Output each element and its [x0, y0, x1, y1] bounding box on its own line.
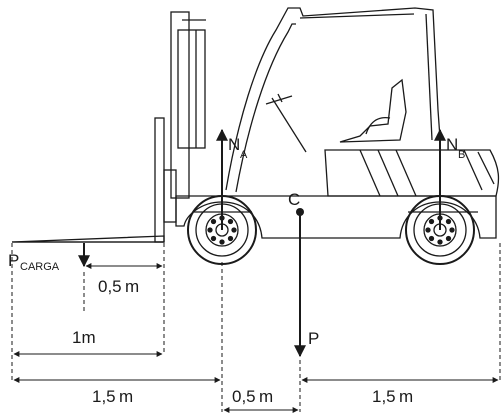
dim-fork-total: 1m — [72, 328, 96, 347]
dim-load-to-front-axle: 1,5 m — [92, 387, 133, 406]
force-p: C P — [288, 190, 319, 358]
dim-front-axle-to-c: 0,5 m — [232, 387, 273, 406]
mast-outer — [170, 11, 190, 199]
overhead-guard — [225, 7, 441, 191]
dim-fork-to-load: 0,5 m — [98, 277, 139, 296]
reference-lines — [11, 243, 501, 412]
counterweight — [324, 149, 500, 197]
mast-inner — [177, 29, 206, 149]
centre-of-mass-point — [296, 208, 304, 216]
c-label: C — [288, 190, 300, 209]
dimensions — [13, 263, 499, 413]
force-na: N A — [216, 128, 248, 230]
pcarga-subscript: CARGA — [20, 261, 60, 273]
steering-column — [271, 97, 307, 153]
pcarga-label: P — [8, 251, 19, 270]
fork-carriage — [154, 117, 165, 243]
seat — [339, 78, 407, 143]
force-nb: N B — [434, 128, 465, 230]
nb-subscript: B — [458, 149, 465, 161]
fork-tine — [11, 235, 165, 243]
nb-label: N — [446, 135, 458, 154]
dim-c-to-rear-axle: 1,5 m — [372, 387, 413, 406]
na-label: N — [228, 135, 240, 154]
p-label: P — [308, 329, 319, 348]
forklift-body — [11, 7, 500, 265]
force-pcarga: P CARGA — [8, 243, 90, 273]
chassis — [175, 195, 497, 239]
na-subscript: A — [240, 149, 248, 161]
